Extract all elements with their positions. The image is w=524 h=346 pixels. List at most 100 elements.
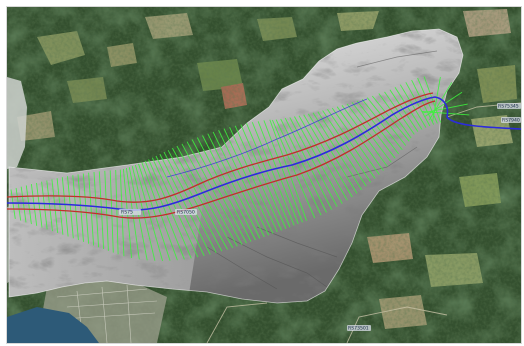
cross-section-line[interactable]	[181, 143, 238, 247]
gauge-marker[interactable]: RS75345	[497, 103, 521, 110]
cross-section-line[interactable]	[275, 119, 322, 216]
cross-section-line[interactable]	[298, 115, 348, 201]
cross-section-line[interactable]	[423, 76, 442, 123]
river-side-channel	[166, 98, 368, 178]
cross-section-line[interactable]	[212, 131, 265, 238]
cross-section-line[interactable]	[218, 130, 270, 236]
cross-section-line[interactable]	[394, 86, 423, 130]
gauge-marker[interactable]: RS7940	[501, 117, 521, 124]
cross-section-line[interactable]	[67, 176, 74, 239]
cross-section-line[interactable]	[202, 135, 256, 241]
cross-section-line[interactable]	[356, 100, 400, 155]
cross-section-line[interactable]	[109, 170, 114, 253]
cross-section-line[interactable]	[294, 116, 343, 204]
cross-section-line[interactable]	[289, 117, 338, 207]
cross-section-line[interactable]	[36, 182, 43, 228]
cross-section-line[interactable]	[10, 189, 16, 219]
cross-section-line[interactable]	[191, 139, 247, 244]
cross-section-line[interactable]	[41, 181, 48, 230]
cross-section-line[interactable]	[405, 82, 431, 127]
cross-section-line[interactable]	[131, 165, 156, 261]
cross-section-line[interactable]	[20, 186, 27, 223]
cross-section-line[interactable]	[46, 180, 53, 232]
gauge-label: RS7940	[502, 118, 520, 124]
cross-section-line[interactable]	[186, 141, 243, 245]
gauge-label: RS73501	[348, 326, 369, 332]
gauge-marker[interactable]: RS7050	[175, 209, 197, 216]
cross-section-line[interactable]	[361, 99, 403, 151]
gauge-marker[interactable]: RS73501	[347, 325, 371, 332]
cross-section-line[interactable]	[432, 76, 441, 122]
cross-section-line[interactable]	[155, 155, 205, 257]
cross-section-line[interactable]	[341, 105, 388, 167]
cross-section-line[interactable]	[196, 137, 252, 242]
map-canvas[interactable]: RS75 RS7050 RS75345 RS7940 RS73501	[6, 6, 522, 344]
cross-section-line[interactable]	[30, 184, 38, 226]
cross-section-line[interactable]	[327, 109, 376, 179]
cross-section-line[interactable]	[104, 170, 109, 251]
cross-section-line[interactable]	[229, 127, 278, 233]
cross-section-line[interactable]	[317, 111, 367, 187]
cross-section-line[interactable]	[371, 95, 410, 142]
cross-sections	[10, 76, 470, 262]
cross-section-line[interactable]	[336, 106, 384, 171]
cross-section-line[interactable]	[15, 188, 22, 221]
cross-section-line[interactable]	[246, 123, 291, 228]
cross-section-line[interactable]	[159, 153, 211, 255]
cross-section-line[interactable]	[271, 119, 316, 219]
cross-section-line[interactable]	[322, 110, 372, 183]
cross-section-line[interactable]	[428, 82, 453, 121]
cross-section-line[interactable]	[61, 177, 69, 237]
cross-section-line[interactable]	[269, 119, 308, 221]
cross-section-line[interactable]	[151, 157, 199, 258]
cross-section-line[interactable]	[378, 93, 412, 139]
cross-section-line[interactable]	[331, 107, 380, 175]
cross-section-line[interactable]	[312, 112, 363, 191]
cross-section-line[interactable]	[223, 128, 274, 234]
cross-section-line[interactable]	[411, 79, 435, 125]
cross-section-line[interactable]	[417, 77, 438, 124]
map-svg[interactable]: RS75 RS7050 RS75345 RS7940 RS73501	[7, 7, 521, 343]
gauge-labels: RS75 RS7050 RS75345 RS7940 RS73501	[119, 103, 521, 332]
cross-section-line[interactable]	[172, 147, 228, 250]
cross-section-line[interactable]	[72, 175, 79, 241]
cross-section-line[interactable]	[134, 164, 164, 262]
cross-section-line[interactable]	[207, 133, 261, 239]
cross-section-line[interactable]	[346, 103, 392, 163]
cross-section-line[interactable]	[366, 97, 407, 146]
cross-section-line[interactable]	[98, 171, 105, 250]
cross-section-line[interactable]	[82, 173, 90, 244]
cross-section-line[interactable]	[25, 185, 32, 225]
cross-section-line[interactable]	[251, 122, 295, 226]
cross-section-line[interactable]	[234, 125, 283, 231]
cross-section-line[interactable]	[257, 121, 299, 225]
cross-section-line[interactable]	[421, 111, 470, 116]
cross-section-line[interactable]	[240, 124, 287, 229]
cross-section-line[interactable]	[93, 171, 100, 248]
cross-section-line[interactable]	[144, 160, 185, 260]
cross-section-line[interactable]	[384, 91, 415, 135]
cross-section-line[interactable]	[167, 149, 223, 252]
cross-section-line[interactable]	[176, 145, 234, 249]
cross-section-line[interactable]	[138, 163, 171, 261]
cross-section-line[interactable]	[115, 169, 119, 255]
river-lines	[7, 92, 521, 219]
cross-section-line[interactable]	[303, 114, 353, 198]
cross-section-line[interactable]	[263, 120, 303, 223]
cross-section-line[interactable]	[284, 117, 333, 210]
cross-section-line[interactable]	[88, 172, 95, 246]
cross-section-line[interactable]	[351, 102, 396, 159]
cross-section-line[interactable]	[399, 84, 427, 128]
cross-section-line[interactable]	[56, 178, 64, 235]
cross-section-line[interactable]	[77, 174, 84, 242]
cross-section-line[interactable]	[51, 179, 59, 233]
cross-section-line[interactable]	[307, 113, 358, 194]
gauge-marker[interactable]: RS75	[119, 209, 141, 216]
cross-section-line[interactable]	[389, 89, 419, 132]
cross-section-line[interactable]	[148, 159, 192, 259]
gauge-label: RS7050	[177, 210, 195, 216]
cross-section-line[interactable]	[422, 103, 468, 114]
cross-section-line[interactable]	[163, 151, 217, 254]
cross-section-line[interactable]	[141, 162, 178, 261]
